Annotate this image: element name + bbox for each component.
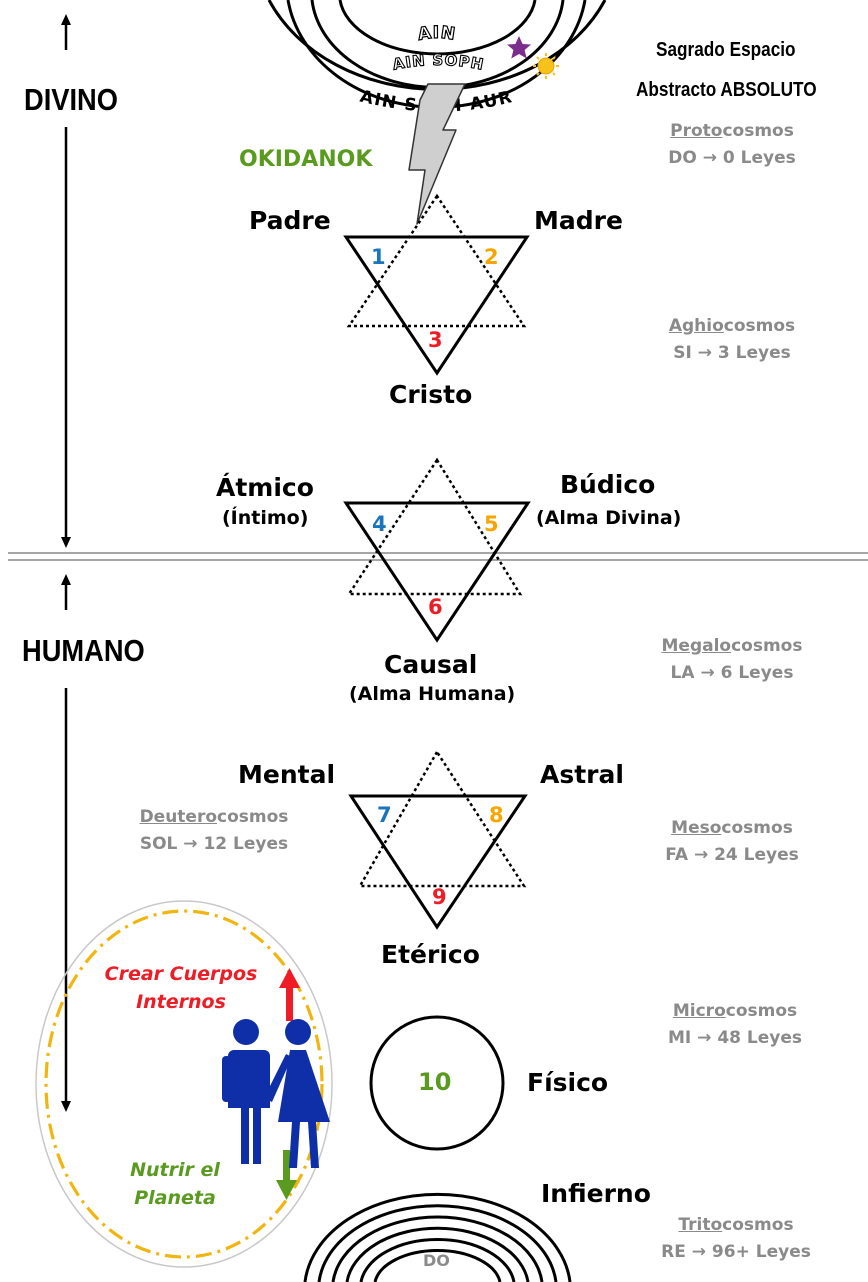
triad-2-star [343,457,531,643]
triad-1-star [343,193,530,376]
number-2: 2 [484,245,499,269]
number-7: 7 [377,803,392,827]
number-5: 5 [484,512,499,536]
intimo-label: (Íntimo) [222,507,309,529]
padre-label: Padre [249,206,331,235]
alma-humana-label: (Alma Humana) [349,683,516,705]
up-arrow-icon [279,968,300,1021]
number-10: 10 [418,1068,452,1096]
alma-divina-label: (Alma Divina) [536,507,682,529]
lightning-bolt-icon [408,83,466,225]
divino-axis-arrow [61,14,71,548]
causal-label: Causal [384,650,478,679]
protocosmos-label: Protocosmos DO → 0 Leyes [668,121,796,168]
humano-label: HUMANO [22,633,145,668]
astral-label: Astral [540,760,624,789]
star-icon [507,36,531,59]
triad-3-star [348,749,528,930]
ain-label: AIN [416,23,457,45]
ain-soph-label: AIN SOPH [391,51,486,74]
header-line-2: Abstracto ABSOLUTO [636,79,817,101]
header-line-1: Sagrado Espacio [656,39,796,61]
number-8: 8 [489,803,504,827]
mental-label: Mental [238,760,336,789]
couple-ellipse-dashed [44,909,324,1259]
budico-label: Búdico [560,470,656,499]
sun-icon [533,53,559,79]
crear-cuerpos-label: Crear Cuerpos Internos [104,963,258,1013]
microcosmos-label: Microcosmos MI → 48 Leyes [668,1001,802,1048]
number-6: 6 [428,595,443,619]
okidanok-label: OKIDANOK [239,147,373,172]
number-1: 1 [371,245,386,269]
couple-ellipse [35,900,333,1268]
nutrir-planeta-label: Nutrir el Planeta [130,1159,220,1209]
fisico-circle [369,1015,505,1151]
mesocosmos-label: Mesocosmos FA → 24 Leyes [665,818,799,865]
madre-label: Madre [534,206,623,235]
number-9: 9 [432,885,447,909]
humano-axis-arrow [61,574,71,1112]
divino-label: DIVINO [24,82,118,117]
down-arrow-icon [276,1150,297,1200]
infierno-arcs [303,1192,572,1282]
cristo-label: Cristo [389,380,473,409]
tritocosmos-label: Tritocosmos RE → 96+ Leyes [661,1215,811,1262]
infierno-label: Infierno [541,1179,651,1208]
number-4: 4 [372,512,387,536]
number-3: 3 [428,328,443,352]
eterico-label: Etérico [381,940,480,969]
fisico-label: Físico [527,1068,609,1097]
megalocosmos-label: Megalocosmos LA → 6 Leyes [661,636,803,683]
couple-icon [222,1019,330,1168]
aghiocosmos-label: Aghiocosmos SI → 3 Leyes [668,316,796,363]
divider-line [8,552,868,561]
infierno-do-label: DO [423,1251,450,1270]
deuterocosmos-label: Deuterocosmos SOL → 12 Leyes [139,807,289,854]
atmico-label: Átmico [216,473,314,502]
